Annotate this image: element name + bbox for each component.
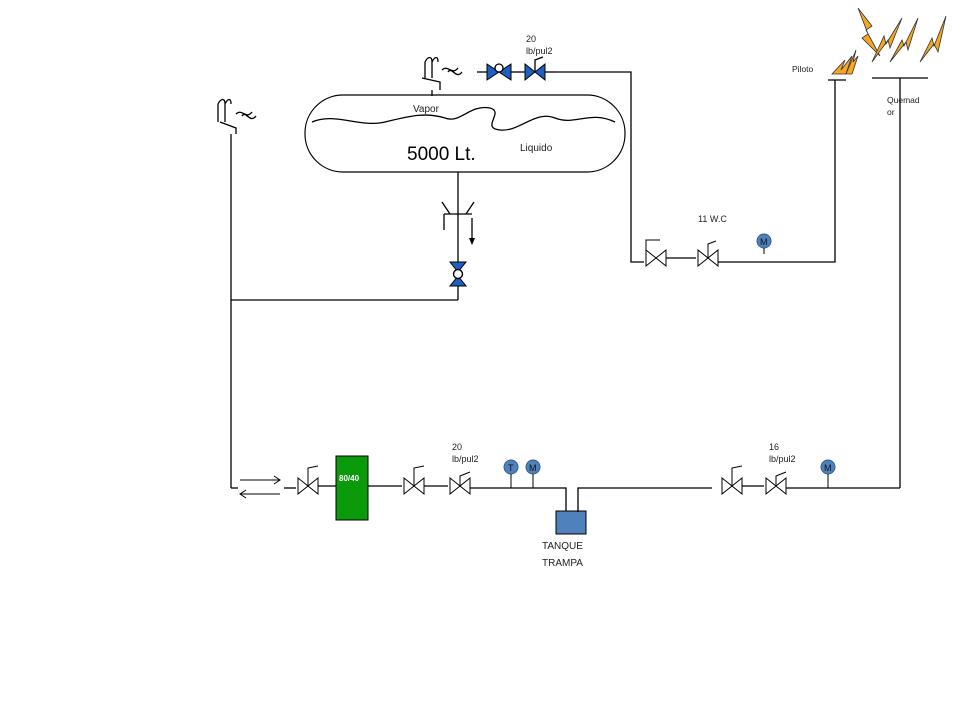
pilot-label: Piloto [792,64,814,74]
relief-valve-top [421,56,463,96]
burner-label: Quemad or [887,95,922,117]
pipe-to-pilot [718,80,836,263]
pressure-bottom-right-label: 16 lb/pul2 [769,442,796,464]
flames [831,7,947,75]
manometer-bottom-left: M [525,459,541,488]
regulator-second-stage [697,240,719,268]
manometer-top: M [756,233,772,254]
vapor-ball-valve [486,63,512,81]
tank-capacity: 5000 Lt. [407,144,476,165]
pilot-flame-icon [831,55,853,75]
burner-flame-icon-3 [889,17,919,63]
filter-label: 80/40 [339,474,360,483]
liquid-level-line [311,106,616,131]
burner-flame-icon-4 [919,15,947,63]
liquid-shutoff-valve [448,261,468,287]
filter-80-40: 80/40 [335,455,369,521]
pipe-vapor-main [555,71,644,263]
shutoff-valve-second-stage [645,239,667,268]
thermometer-gauge: T [503,459,519,488]
pilot-flame-icon-2 [845,49,859,75]
shutoff-valve-bottom-1 [297,465,319,496]
relief-valve-left [217,98,257,134]
liquid-label: Liquido [520,143,553,154]
svg-text:M: M [760,237,768,247]
pipe-from-trap-right [577,487,712,512]
excess-flow-valve [441,201,475,245]
trap-tank: TANQUE TRAMPA [542,510,587,569]
regulator-bottom-left [449,471,471,496]
pressure-bottom-left-label: 20 lb/pul2 [452,442,479,464]
tank-body [304,94,626,173]
vapor-label: Vapor [413,104,440,115]
shutoff-valve-bottom-2 [403,465,425,496]
flow-arrows [239,475,281,499]
burner-flame-icon-1 [857,7,881,57]
pipe-to-trap-left [470,487,567,512]
water-column-label: 11 W.C [698,214,727,224]
manometer-bottom-right: M [820,459,836,488]
trap-tank-label: TANQUE TRAMPA [542,541,586,569]
regulator-first-stage [524,56,546,82]
storage-tank: Vapor Liquido 5000 Lt. [304,94,626,173]
svg-text:M: M [529,463,537,473]
pressure-top-label: 20 lb/pul2 [526,34,553,56]
svg-text:M: M [824,463,832,473]
burner-flame-icon-2 [871,17,903,63]
regulator-bottom-right [765,471,787,496]
svg-text:T: T [508,463,514,473]
shutoff-valve-bottom-3 [721,465,743,496]
